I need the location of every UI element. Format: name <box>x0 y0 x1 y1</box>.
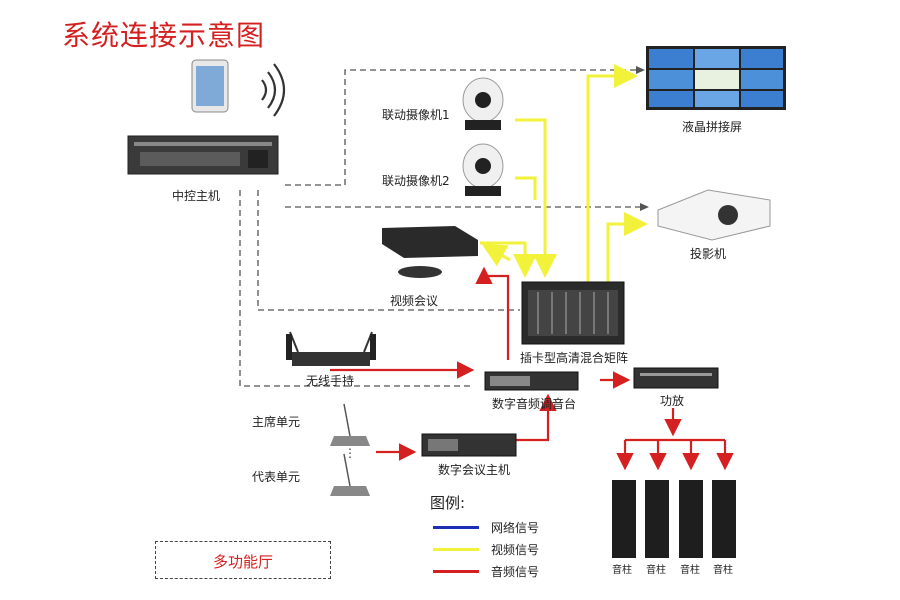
amplifier-label: 功放 <box>660 394 685 408</box>
control-line-lcd <box>285 69 636 186</box>
chair-unit-label: 主席单元 <box>252 415 301 429</box>
control-lines <box>239 69 645 387</box>
control-host-label: 中控主机 <box>172 189 221 203</box>
conf-host-label: 数字会议主机 <box>438 463 511 477</box>
wireless-mic-device <box>286 331 376 366</box>
camera1-device <box>462 77 504 130</box>
video-line-camera2 <box>515 176 537 200</box>
delegate-unit-label: 代表单元 <box>252 470 301 484</box>
legend-swatch-network <box>433 526 479 529</box>
video-line-projector <box>606 212 648 282</box>
lcd-wall-device <box>646 46 786 110</box>
control-host-device <box>127 135 279 175</box>
amplifier-device <box>633 367 719 389</box>
audio-lines <box>330 266 734 471</box>
svg-text:⋮: ⋮ <box>344 446 356 460</box>
speaker-columns <box>612 480 736 558</box>
speaker-label: 音柱 <box>612 565 632 576</box>
legend-label: 音频信号 <box>491 565 540 579</box>
audio-mixer-label: 数字音频调音台 <box>492 397 577 411</box>
video-line-lcd <box>586 64 638 282</box>
wireless-mic-label: 无线手持 <box>306 374 355 388</box>
video-conf-device <box>382 226 478 278</box>
video-line-conf-return <box>481 244 511 267</box>
video-line-conf <box>480 241 537 278</box>
camera2-label: 联动摄像机2 <box>382 174 450 188</box>
delegate-unit-device <box>330 453 370 496</box>
projector-label: 投影机 <box>690 247 727 261</box>
legend-title: 图例: <box>430 494 466 512</box>
legend-swatch-audio <box>433 570 479 573</box>
wifi-icon <box>261 63 286 117</box>
conf-host-device <box>421 433 517 457</box>
chair-unit-device <box>330 403 370 446</box>
speaker-label: 音柱 <box>713 565 733 576</box>
matrix-label: 插卡型高清混合矩阵 <box>520 351 629 365</box>
control-line-matrix <box>257 190 520 311</box>
room-label-box: 多功能厅 <box>155 541 331 579</box>
matrix-device <box>521 281 625 345</box>
control-line-mixer <box>239 190 470 387</box>
projector-device <box>657 189 771 241</box>
camera1-label: 联动摄像机1 <box>382 108 450 122</box>
camera2-device <box>462 143 504 196</box>
legend-swatch-video <box>433 548 479 551</box>
tablet-icon <box>191 59 229 113</box>
video-line-camera1 <box>515 118 557 278</box>
audio-line-conf <box>475 266 510 360</box>
room-label: 多功能厅 <box>212 553 273 571</box>
lcd-wall-label: 液晶拼接屏 <box>682 120 743 134</box>
audio-mixer-device <box>484 371 579 391</box>
legend-label: 网络信号 <box>491 521 540 535</box>
video-conf-label: 视频会议 <box>390 294 439 308</box>
legend-label: 视频信号 <box>491 543 540 557</box>
diagram-title: 系统连接示意图 <box>62 19 266 52</box>
video-lines <box>480 64 648 282</box>
speaker-label: 音柱 <box>646 565 666 576</box>
speaker-label: 音柱 <box>680 565 700 576</box>
